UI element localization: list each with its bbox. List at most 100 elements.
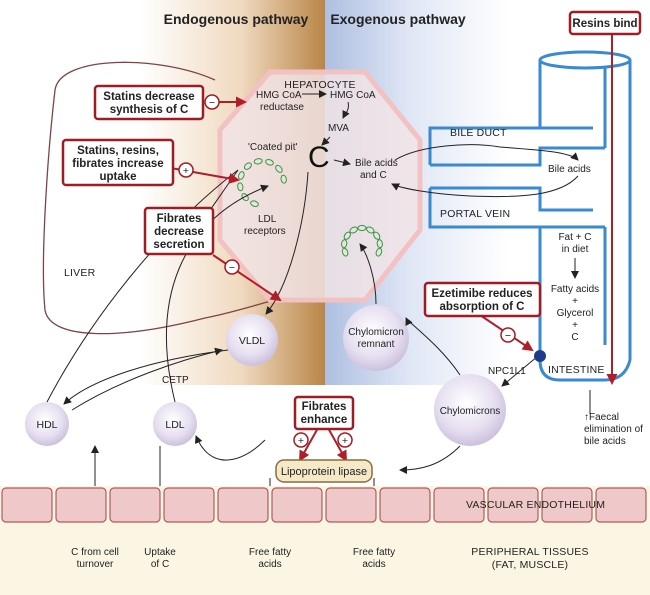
minus-sign-3: − [505,330,511,342]
ldl-receptors-label-2: receptors [244,226,286,237]
fibrates-enhance-arrow-2 [327,427,347,462]
bile-acids-label: Bile acids [548,164,591,175]
hdl-label: HDL [36,419,57,431]
ffa-label-1: Free fatty [249,547,291,558]
hmg-to-mva-arrow [342,101,350,119]
fibrates-enhance-plus-1 [293,432,309,448]
diet-line-7: C [571,332,578,343]
ezetimibe-box: Ezetimibe reduces absorption of C [423,281,542,318]
ldl-receptors-label: LDL [258,214,277,225]
fibrates-decrease-text-3: secretion [153,239,204,251]
minus-sign-1: − [209,97,215,109]
chylomicrons-to-remnant-arrow [405,317,461,376]
hdl-particle [25,402,69,446]
plus-sign-2: + [298,435,304,447]
bile-acids-return-arrow [391,175,579,198]
intestine-to-chylomicrons-arrow [501,355,539,387]
endothelial-cell [1,487,53,523]
coated-pit-dot-7 [275,164,283,173]
chylomicrons-label: Chylomicrons [440,406,501,417]
remnant-receptors [341,224,383,257]
remnant-receptor-dot-4 [357,224,367,232]
lipoprotein-lipase-box: Lipoprotein lipase [275,459,373,483]
diet-line-2: in diet [562,244,589,255]
c-to-vldl-arrow [265,171,309,315]
endothelial-cell [271,487,323,523]
exogenous-header: Exogenous pathway [330,11,466,27]
remnant-to-liver-arrow [359,243,377,305]
statins-decrease-text-2: synthesis of C [110,104,189,116]
faecal-label-1: ↑Faecal [584,412,619,423]
statins-increase-plus [178,162,194,178]
vascular-endothelium-label: VASCULAR ENDOTHELIUM [466,499,605,511]
c-to-bile-arrow [333,158,351,167]
c-cell-turnover-label-1: C from cell [71,547,119,558]
fibrates-decrease-text-1: Fibrates [157,213,202,225]
ffa-label-2: Free fatty [353,547,395,558]
remnant-receptor-dot-0 [341,247,349,257]
hmg-coa-reductase-label: HMG CoA [256,90,302,101]
statins-increase-arrow [164,166,240,184]
bile-acids-c-label-2: and C [360,170,387,181]
npc1l1-transporter [534,350,546,362]
fibrates-enhance-text-2: enhance [301,414,348,426]
coated-pit-dot-0 [250,200,259,208]
vldl-to-hdl-arrow [63,349,229,405]
lipoprotein-lipase-text: Lipoprotein lipase [281,466,367,478]
hepatocyte-label: HEPATOCYTE [284,79,355,91]
liver-outline [42,61,276,335]
bile-acids-c-label: Bile acids [355,158,398,169]
fibrates-decrease-text-2: decrease [154,226,204,238]
remnant-receptor-dot-5 [366,226,375,234]
fibrates-enhance-plus-2 [337,432,353,448]
coated-pit-label: 'Coated pit' [248,142,297,153]
chylomicron-remnant-label: Chylomicron [348,327,404,338]
ezetimibe-text-1: Ezetimibe reduces [432,288,533,300]
faecal-label-2: elimination of [584,424,643,435]
resins-bind-box: Resins bind [568,10,642,36]
remnant-receptor-dot-1 [341,239,348,249]
plus-sign-1: + [183,165,189,177]
bile-duct-label: BILE DUCT [450,127,507,139]
cetp-label: CETP [162,375,189,386]
fibrates-enhance-arrow-1 [299,427,319,462]
endothelial-cell [379,487,431,523]
fibrates-decrease-minus [224,259,240,275]
peripheral-tissues-label-1: PERIPHERAL TISSUES [471,546,588,558]
ffa-label-1b: acids [258,559,281,570]
chylomicrons-to-lipase-arrow [399,445,461,474]
diet-line-6: + [572,320,578,331]
endothelial-cell [217,487,269,523]
intestine-tube [538,60,632,382]
endothelial-cell [109,487,161,523]
intestine-opening [538,50,632,70]
liver-label: LIVER [64,267,96,279]
ezetimibe-minus [500,327,516,343]
faecal-label-3: bile acids [584,436,626,447]
vldl-label: VLDL [239,335,265,347]
ldl-label: LDL [165,419,184,431]
statins-increase-text-1: Statins, resins, [77,145,159,157]
plus-sign-3: + [342,435,348,447]
mva-to-c-arrow [321,136,331,146]
hmg-coa-label: HMG CoA [330,90,376,101]
statins-decrease-minus [204,94,220,110]
vldl-to-ldl-arrow [194,435,266,461]
diet-line-1: Fat + C [558,232,591,243]
statins-increase-box: Statins, resins, fibrates increase uptak… [61,138,175,187]
coated-pit-dot-6 [265,158,274,166]
bile-acids-out-arrow [394,144,579,161]
endothelial-cell [487,487,539,523]
portal-vein-tube [428,186,605,229]
chylomicrons-particle [434,374,506,446]
fibrates-enhance-text-1: Fibrates [302,401,347,413]
endothelial-cell [163,487,215,523]
remnant-receptor-dot-6 [373,231,381,240]
ffa-label-2b: acids [362,559,385,570]
fibrates-enhance-box: Fibrates enhance [293,395,355,431]
resins-bind-text: Resins bind [572,18,637,30]
coated-pit-dot-4 [243,162,252,170]
remnant-receptor-dot-3 [349,226,358,234]
